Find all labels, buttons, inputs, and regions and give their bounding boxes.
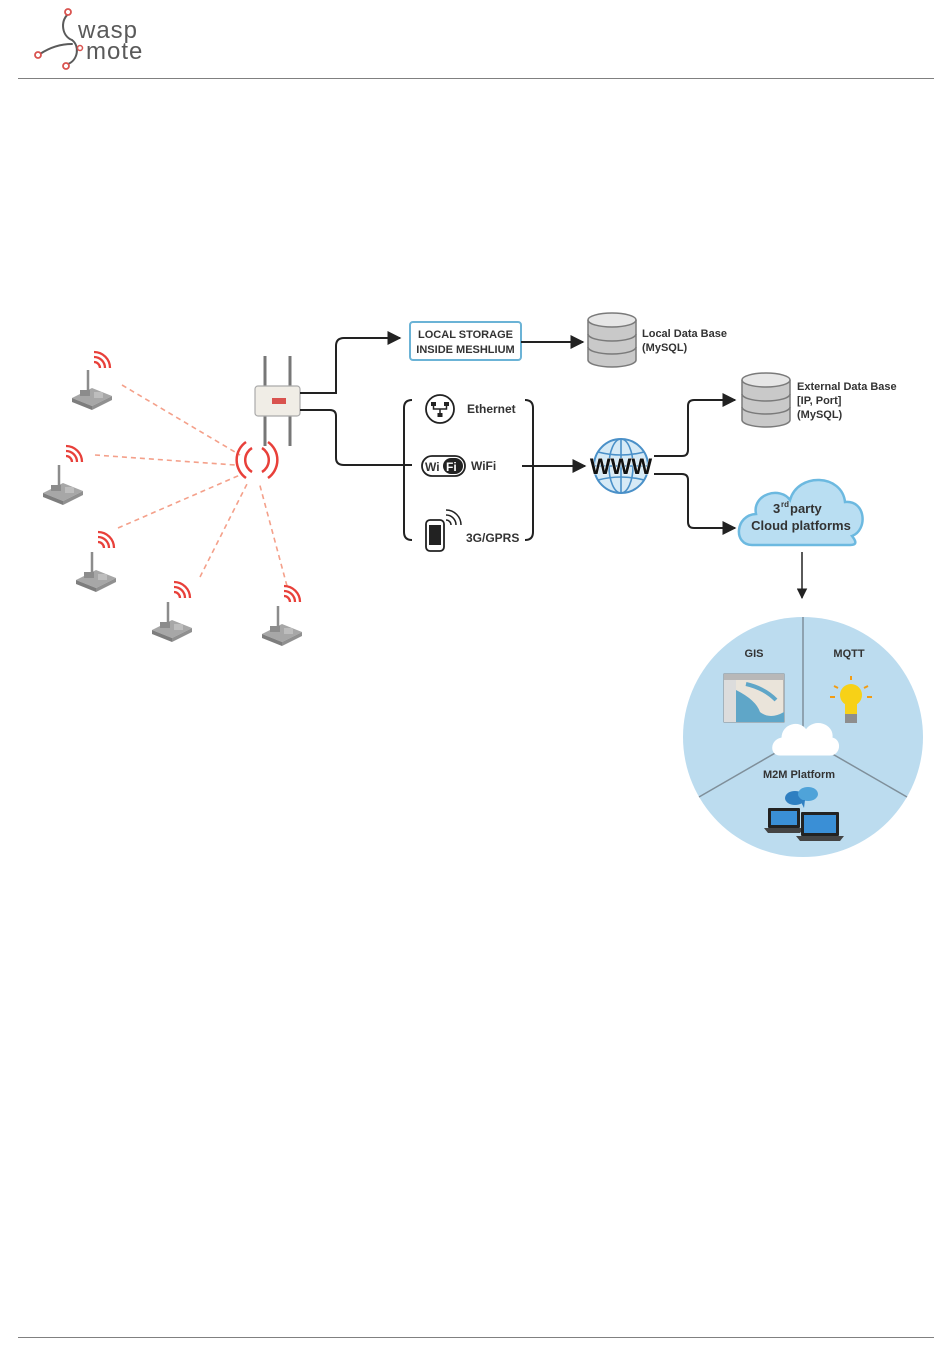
external-db-label-1: External Data Base bbox=[797, 381, 897, 393]
footer-rule bbox=[18, 1337, 934, 1338]
platform-label-gis: GIS bbox=[745, 648, 764, 660]
gis-map-icon bbox=[724, 674, 784, 722]
internet-uplinks bbox=[654, 400, 735, 528]
external-db-label-2: [IP, Port] bbox=[797, 395, 842, 407]
radio-wave-icon bbox=[284, 586, 300, 602]
radio-link bbox=[122, 385, 240, 455]
cloud-label-line1-rest: party bbox=[790, 501, 823, 516]
wifi-logo-left: Wi bbox=[425, 460, 440, 474]
radio-link bbox=[118, 475, 240, 528]
cloud-label-line2: Cloud platforms bbox=[751, 518, 851, 533]
waspmote-node bbox=[72, 352, 112, 410]
meshlium-router-icon bbox=[255, 356, 300, 446]
cloud-label-line1-main: 3 bbox=[773, 501, 780, 516]
to-cloud-arrow bbox=[654, 474, 735, 528]
www-label: WWW bbox=[590, 454, 653, 479]
local-db-label-1: Local Data Base bbox=[642, 328, 727, 340]
to-external-db-arrow bbox=[654, 400, 735, 456]
ethernet-icon bbox=[426, 395, 454, 423]
radio-link bbox=[200, 482, 248, 577]
laptop-icon bbox=[796, 812, 844, 841]
external-db-label-3: (MySQL) bbox=[797, 409, 843, 421]
waspmote-node bbox=[152, 582, 192, 642]
radio-link bbox=[95, 455, 235, 465]
external-database-icon bbox=[742, 373, 790, 427]
radio-wave-icon bbox=[66, 446, 82, 462]
laptop-icon bbox=[764, 808, 804, 833]
radio-wave-icon bbox=[174, 582, 190, 598]
connection-label-ethernet: Ethernet bbox=[467, 402, 516, 416]
local-db-label-2: (MySQL) bbox=[642, 342, 688, 354]
waspmote-node bbox=[262, 586, 302, 646]
storage-link bbox=[300, 338, 400, 393]
connectivity-link bbox=[300, 410, 412, 465]
radio-link bbox=[259, 482, 287, 586]
local-storage-label-2: INSIDE MESHLIUM bbox=[416, 344, 514, 356]
wifi-logo-right: Fi bbox=[446, 460, 457, 474]
radio-wave-icon bbox=[94, 352, 110, 368]
gateway-radio-icon bbox=[237, 442, 278, 478]
router-uplinks bbox=[300, 338, 412, 465]
platform-label-m2m: M2M Platform bbox=[763, 769, 835, 781]
platform-label-mqtt: MQTT bbox=[833, 648, 864, 660]
local-database-icon bbox=[588, 313, 636, 367]
connection-label-3g: 3G/GPRS bbox=[466, 531, 519, 545]
radio-wave-icon bbox=[98, 532, 114, 548]
wifi-icon: Wi Fi bbox=[422, 456, 465, 476]
connection-label-wifi: WiFi bbox=[471, 459, 496, 473]
local-storage-label-1: LOCAL STORAGE bbox=[418, 329, 513, 341]
waspmote-node bbox=[43, 446, 83, 505]
cloud-label-line1-sup: rd bbox=[781, 500, 789, 509]
local-storage-box: LOCAL STORAGE INSIDE MESHLIUM bbox=[410, 322, 521, 360]
waspmote-node bbox=[76, 532, 116, 592]
mobile-phone-icon bbox=[426, 510, 461, 551]
